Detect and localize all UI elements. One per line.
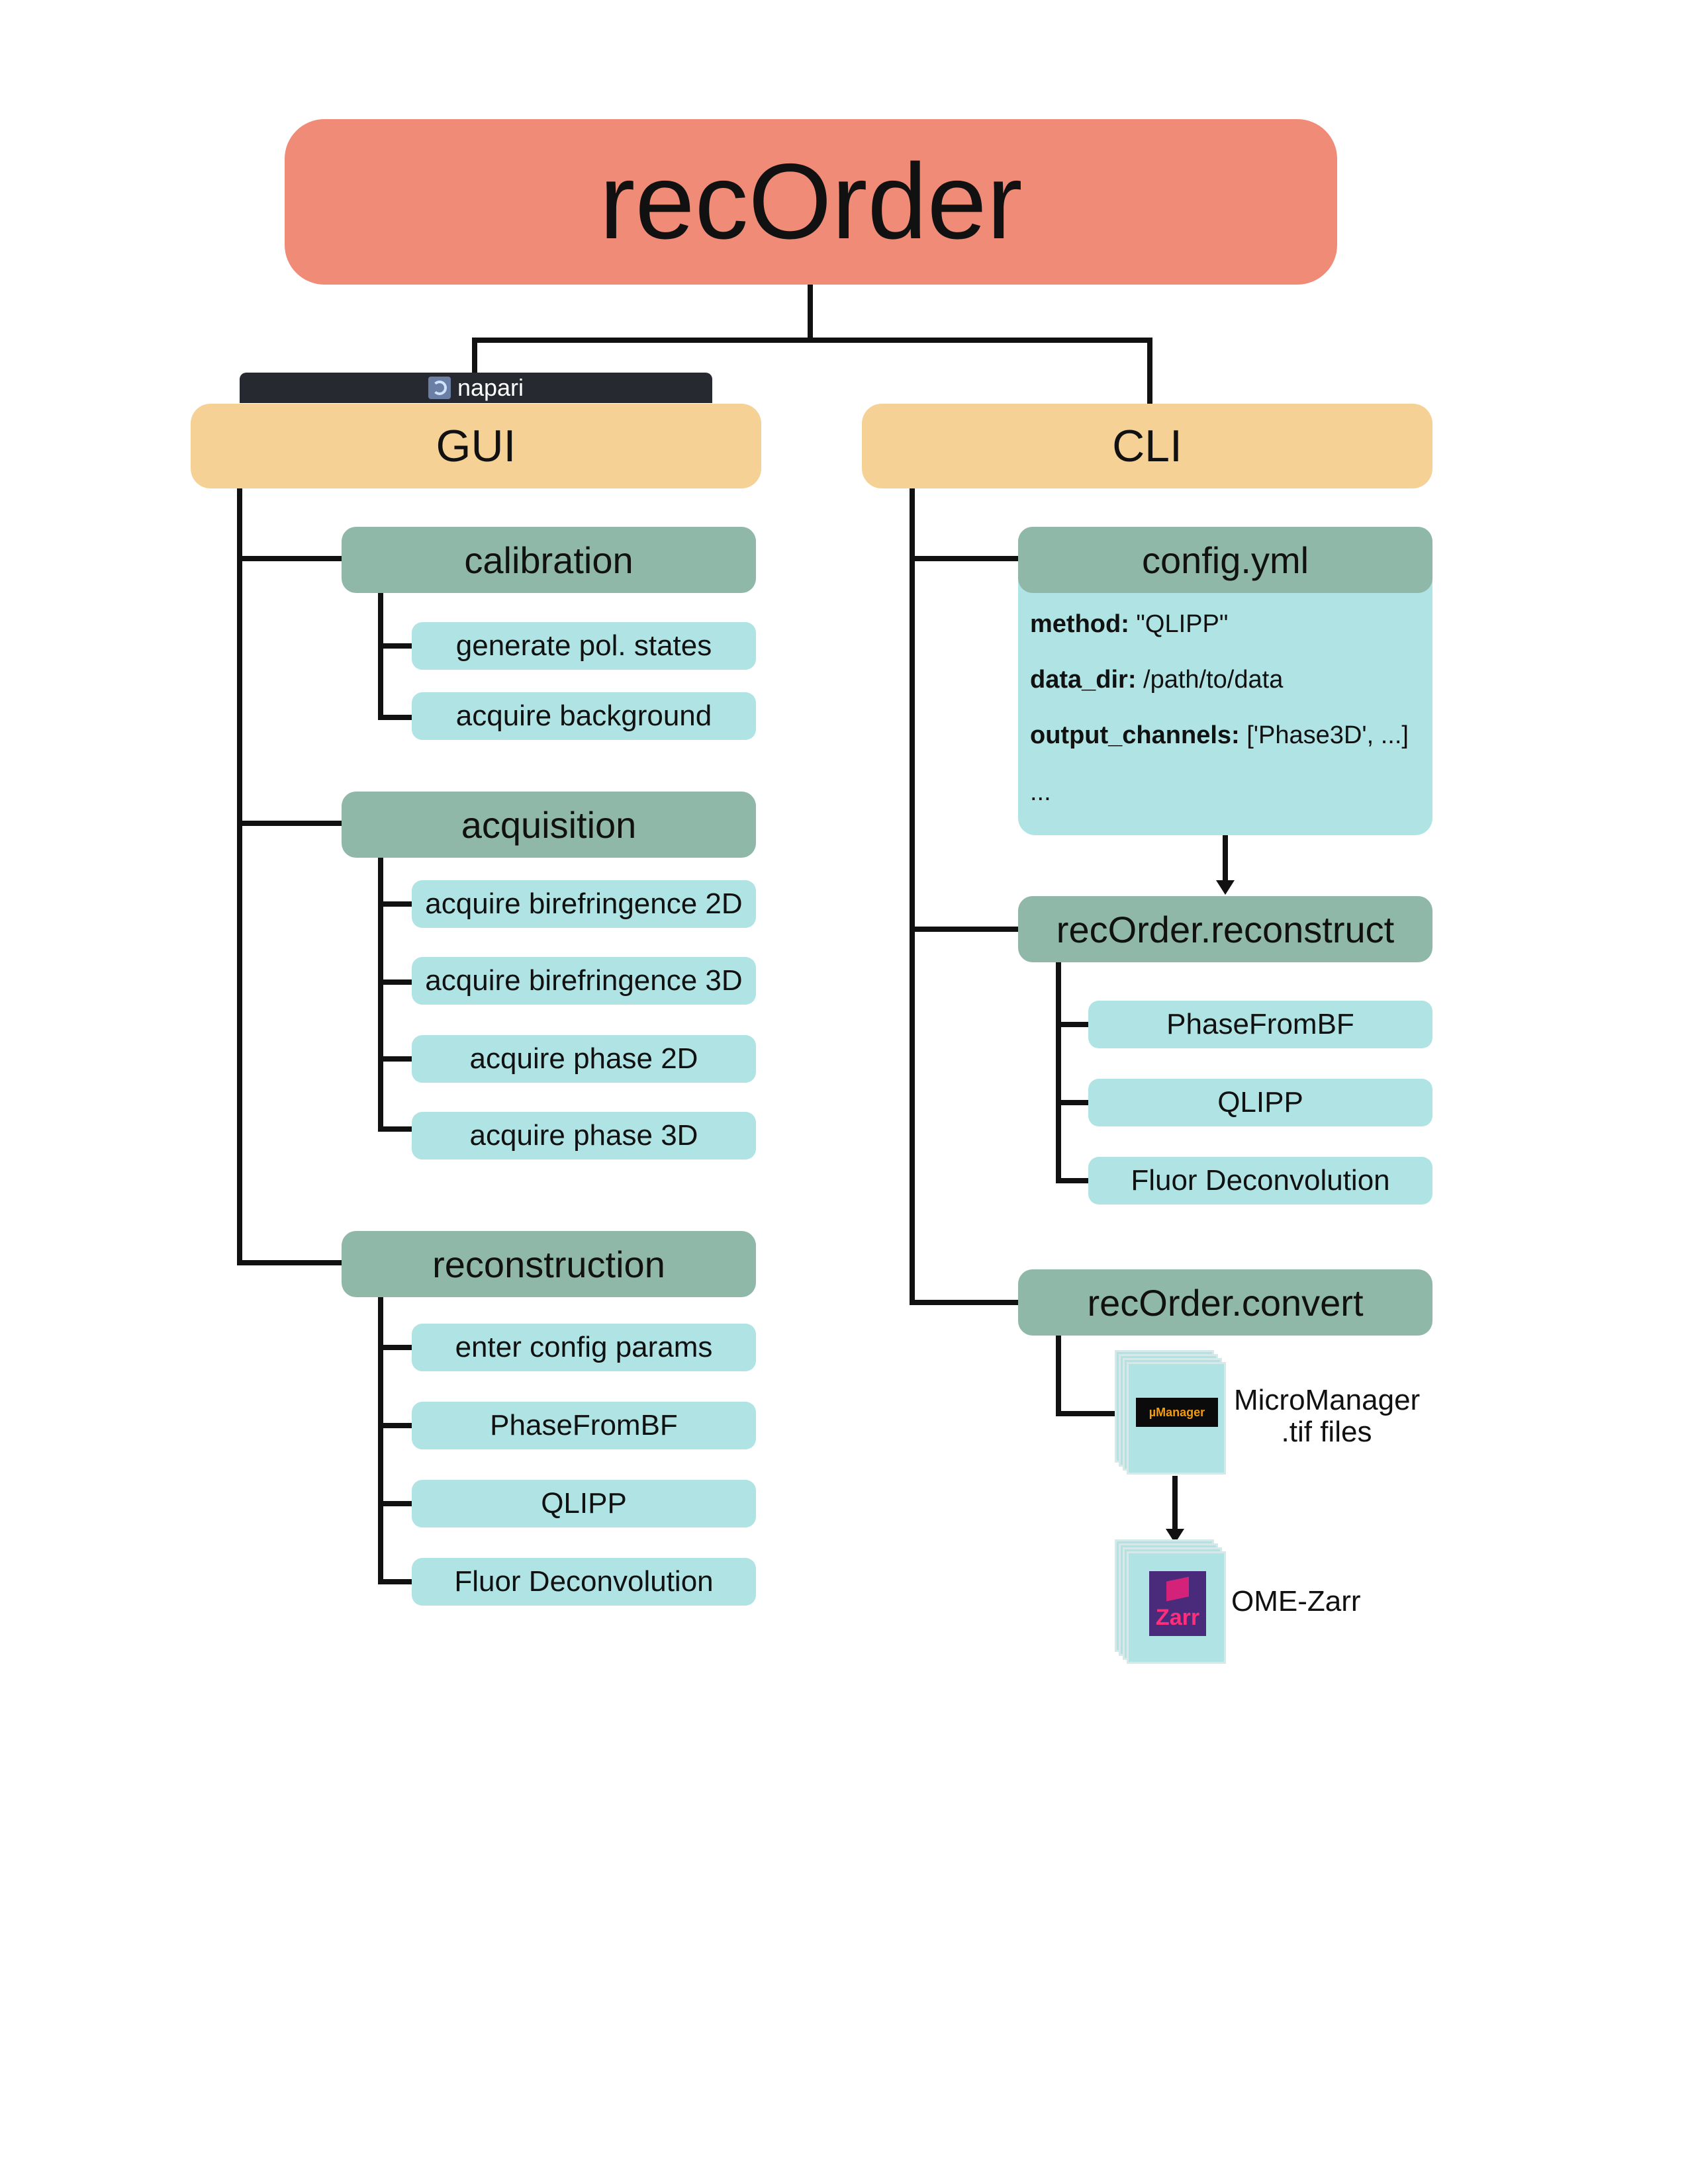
gui-item-phasefrombf[interactable]: PhaseFromBF	[412, 1402, 756, 1449]
connector	[1056, 1022, 1090, 1027]
item-label: acquire phase 3D	[469, 1119, 698, 1152]
gui-item-generate-pol-states[interactable]: generate pol. states	[412, 622, 756, 670]
napari-logo-icon	[428, 377, 451, 399]
config-name-label: config.yml	[1141, 539, 1309, 581]
gui-item-acquire-phase-2d[interactable]: acquire phase 2D	[412, 1035, 756, 1083]
connector	[378, 1345, 412, 1350]
connector	[472, 338, 477, 377]
cli-convert[interactable]: recOrder.convert	[1018, 1269, 1432, 1336]
micromanager-label: MicroManager .tif files	[1234, 1384, 1421, 1448]
connector	[237, 488, 242, 1265]
zarr-cube-icon	[1166, 1576, 1189, 1602]
connector	[1147, 338, 1152, 404]
item-label: acquire birefringence 3D	[425, 964, 743, 997]
zarr-logo-icon: Zarr	[1149, 1571, 1206, 1636]
connector	[472, 338, 1152, 343]
category-label: acquisition	[461, 803, 637, 846]
gui-header-label: GUI	[436, 421, 516, 471]
cli-header: CLI	[862, 404, 1432, 488]
title-text: recOrder	[599, 142, 1023, 261]
config-panel: method: "QLIPP" data_dir: /path/to/data …	[1018, 563, 1432, 835]
connector	[378, 1579, 412, 1584]
item-label: acquire phase 2D	[469, 1042, 698, 1075]
cli-item-phasefrombf[interactable]: PhaseFromBF	[1088, 1001, 1432, 1048]
item-label: acquire background	[455, 700, 712, 732]
gui-item-acquire-phase-3d[interactable]: acquire phase 3D	[412, 1112, 756, 1160]
cli-item-fluor-deconvolution[interactable]: Fluor Deconvolution	[1088, 1157, 1432, 1205]
connector	[910, 556, 1019, 561]
category-label: reconstruction	[432, 1243, 665, 1285]
gui-item-enter-config-params[interactable]: enter config params	[412, 1324, 756, 1371]
config-line-method: method: "QLIPP"	[1030, 610, 1229, 638]
napari-label: napari	[457, 374, 524, 401]
gui-item-fluor-deconvolution[interactable]: Fluor Deconvolution	[412, 1558, 756, 1606]
ome-zarr-label: OME-Zarr	[1231, 1585, 1361, 1617]
category-label: calibration	[464, 539, 633, 581]
ome-zarr-stack: Zarr	[1115, 1539, 1227, 1665]
gui-item-acquire-background[interactable]: acquire background	[412, 692, 756, 740]
gui-item-acquire-birefringence-3d[interactable]: acquire birefringence 3D	[412, 957, 756, 1005]
reconstruct-label: recOrder.reconstruct	[1056, 908, 1395, 950]
item-label: PhaseFromBF	[1166, 1008, 1354, 1040]
arrow-shaft	[1223, 835, 1228, 880]
connector	[378, 901, 412, 907]
connector	[378, 1056, 412, 1062]
connector	[378, 715, 412, 720]
item-label: enter config params	[455, 1331, 713, 1363]
cli-config-file[interactable]: config.yml	[1018, 527, 1432, 593]
config-line-data-dir: data_dir: /path/to/data	[1030, 666, 1284, 694]
arrow-head	[1216, 880, 1235, 895]
connector	[1056, 1100, 1090, 1105]
title-box: recOrder	[285, 119, 1337, 285]
item-label: QLIPP	[1217, 1086, 1303, 1118]
connector	[378, 979, 412, 985]
item-label: PhaseFromBF	[490, 1409, 678, 1441]
connector	[378, 1423, 412, 1428]
item-label: QLIPP	[541, 1487, 627, 1520]
gui-header: GUI	[191, 404, 761, 488]
gui-item-acquire-birefringence-2d[interactable]: acquire birefringence 2D	[412, 880, 756, 928]
cli-reconstruct[interactable]: recOrder.reconstruct	[1018, 896, 1432, 962]
connector	[1056, 1336, 1061, 1416]
cli-item-qlipp[interactable]: QLIPP	[1088, 1079, 1432, 1126]
connector	[237, 556, 343, 561]
gui-item-qlipp[interactable]: QLIPP	[412, 1480, 756, 1527]
item-label: Fluor Deconvolution	[1131, 1164, 1390, 1197]
micromanager-logo-icon: µManager	[1136, 1398, 1218, 1427]
connector	[378, 593, 383, 720]
cli-header-label: CLI	[1112, 421, 1182, 471]
gui-category-calibration[interactable]: calibration	[342, 527, 756, 593]
napari-bar: napari	[240, 373, 712, 403]
connector	[910, 1300, 1019, 1305]
gui-category-reconstruction[interactable]: reconstruction	[342, 1231, 756, 1297]
config-line-ellipsis: ...	[1030, 778, 1051, 806]
connector	[808, 285, 813, 343]
connector	[1056, 962, 1061, 1183]
connector	[378, 643, 412, 649]
connector	[378, 1126, 412, 1132]
connector	[1056, 1178, 1090, 1183]
connector	[378, 1501, 412, 1506]
connector	[910, 927, 1019, 932]
gui-category-acquisition[interactable]: acquisition	[342, 792, 756, 858]
config-line-output-channels: output_channels: ['Phase3D', ...]	[1030, 721, 1409, 749]
connector	[237, 821, 343, 826]
item-label: Fluor Deconvolution	[454, 1565, 714, 1598]
convert-label: recOrder.convert	[1087, 1281, 1364, 1324]
item-label: generate pol. states	[455, 629, 712, 662]
connector	[1056, 1411, 1117, 1416]
item-label: acquire birefringence 2D	[425, 887, 743, 920]
micromanager-files-stack: µManager	[1115, 1350, 1227, 1476]
connector	[910, 488, 915, 1305]
arrow-shaft	[1172, 1476, 1178, 1530]
connector	[378, 1297, 383, 1584]
connector	[237, 1260, 343, 1265]
connector	[378, 858, 383, 1132]
